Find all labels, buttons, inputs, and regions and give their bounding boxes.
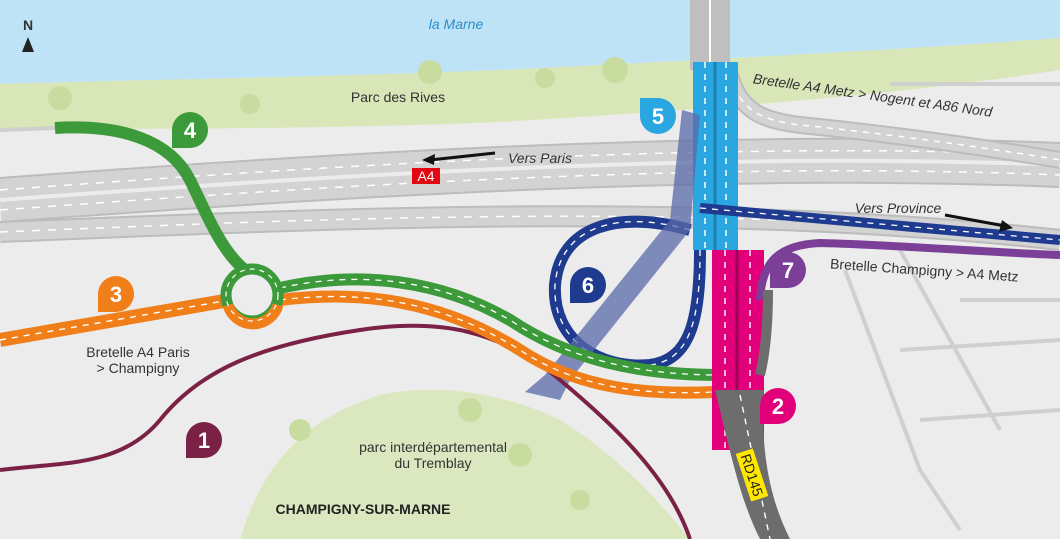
marker-2: 2 [760, 388, 796, 424]
marker-6: 6 [570, 267, 606, 303]
svg-text:3: 3 [110, 282, 122, 307]
svg-text:5: 5 [652, 104, 664, 129]
label-river: la Marne [429, 16, 484, 32]
svg-text:4: 4 [184, 118, 197, 143]
route-7 [756, 238, 1060, 301]
marker-4: 4 [172, 112, 208, 148]
marker-5: 5 [640, 98, 676, 134]
route-4 [54, 121, 249, 275]
label-bretelle-paris-2: > Champigny [97, 360, 180, 376]
svg-text:7: 7 [782, 258, 794, 283]
north-compass: N [22, 17, 34, 52]
label-town: CHAMPIGNY-SUR-MARNE [276, 501, 451, 517]
marker-1: 1 [186, 422, 222, 458]
label-bretelle-paris-1: Bretelle A4 Paris [86, 344, 190, 360]
svg-text:1: 1 [198, 428, 210, 453]
route-6-footbridge [525, 110, 700, 400]
label-park-north: Parc des Rives [351, 89, 445, 105]
a4-shield: A4 [412, 168, 440, 184]
side-streets [0, 82, 1060, 532]
label-to-province: Vers Province [855, 200, 942, 216]
svg-text:A4: A4 [417, 168, 434, 184]
svg-text:6: 6 [582, 273, 594, 298]
arrow-to-province [944, 213, 1006, 228]
compass-letter: N [23, 17, 33, 33]
marker-3: 3 [98, 276, 134, 312]
route-1 [0, 323, 692, 539]
river-marne [0, 0, 1060, 84]
park-des-rives [0, 38, 1060, 130]
label-park-south-1: parc interdépartemental [359, 439, 507, 455]
marker-7: 7 [770, 252, 806, 288]
label-park-south-2: du Tremblay [394, 455, 471, 471]
svg-text:2: 2 [772, 394, 784, 419]
label-to-paris: Vers Paris [508, 150, 572, 166]
arrow-to-paris [429, 151, 496, 162]
